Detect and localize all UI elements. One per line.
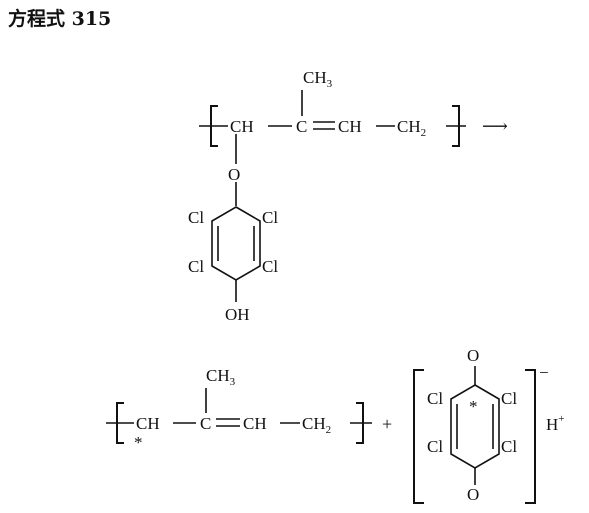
plus-sign: +: [382, 414, 392, 434]
product-polymer: CH3 CH * C CH CH2: [106, 366, 372, 452]
quinone-oxygen-bottom: O: [467, 485, 479, 504]
reactant-ring-cl-bottom-right: Cl: [262, 257, 278, 276]
quinone-cl-bottom-left: Cl: [427, 437, 443, 456]
product-ch-left: CH: [136, 414, 160, 433]
reactant-ch2-label: CH2: [397, 117, 426, 139]
quinone-charge: −: [539, 363, 549, 382]
reactant-c-center: C: [296, 117, 307, 136]
quinone-oxygen-top: O: [467, 346, 479, 365]
reactant-ring-cl-top-left: Cl: [188, 208, 204, 227]
reactant-oxygen: O: [228, 165, 240, 184]
reactant-benzene-ring: [211, 206, 261, 281]
quinone-left-bracket: [413, 369, 424, 504]
reactant-ring-cl-top-right: Cl: [262, 208, 278, 227]
product-ch-right: CH: [243, 414, 267, 433]
quinone-cl-bottom-right: Cl: [501, 437, 517, 456]
reaction-arrow: ⟶: [482, 116, 508, 136]
product-ch2-label: CH2: [302, 414, 331, 436]
quinone-right-bracket: [525, 369, 536, 504]
reactant-polymer: CH3 CH C CH CH2 O Cl Cl Cl Cl OH: [188, 68, 466, 324]
reactant-ch-right: CH: [338, 117, 362, 136]
quinone-cl-top-right: Cl: [501, 389, 517, 408]
product-c-center: C: [200, 414, 211, 433]
reactant-hydroxyl: OH: [225, 305, 250, 324]
quinone-cl-top-left: Cl: [427, 389, 443, 408]
product-ch3-label: CH3: [206, 366, 236, 388]
reactant-ch3-label: CH3: [303, 68, 333, 90]
quinone-radical-star: *: [469, 397, 478, 416]
quinone-radical-anion: − O * O Cl Cl Cl Cl: [413, 346, 549, 504]
product-radical-star: *: [134, 433, 143, 452]
equation-title: 方程式 315: [8, 8, 112, 30]
reactant-ring-cl-bottom-left: Cl: [188, 257, 204, 276]
proton-label: H+: [546, 413, 565, 434]
reactant-ch-left: CH: [230, 117, 254, 136]
